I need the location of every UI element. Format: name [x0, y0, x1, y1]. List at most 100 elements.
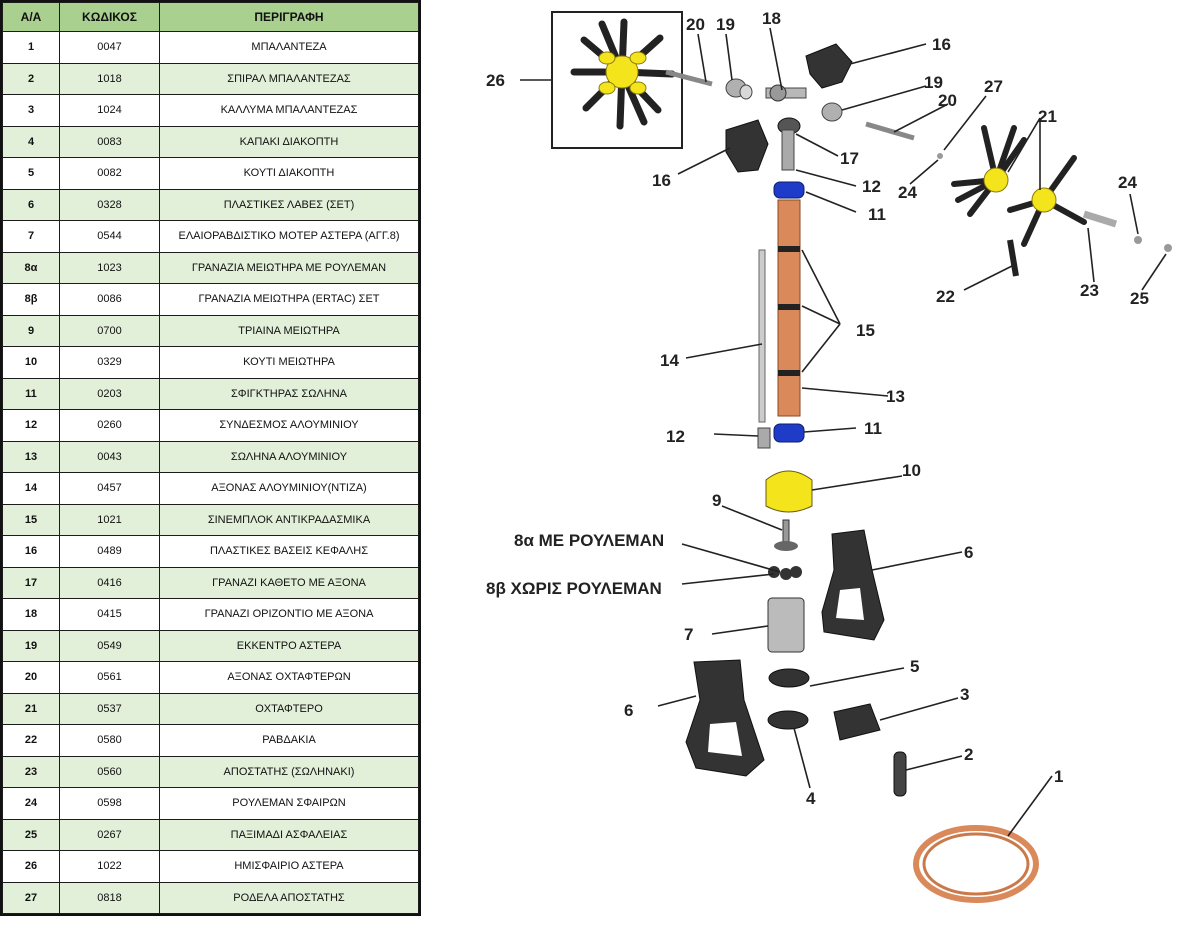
coil-cable-1: [913, 825, 1039, 903]
row-description: ΑΠΟΣΤΑΤΗΣ (ΣΩΛΗΝΑΚΙ): [159, 755, 419, 788]
label-18: 18: [762, 9, 781, 28]
row-code: 0544: [59, 220, 160, 253]
label-13: 13: [886, 387, 905, 406]
row-description: ΑΞΟΝΑΣ ΟΧΤΑΦΤΕΡΩΝ: [159, 661, 419, 694]
gear-horizontal-18: [765, 84, 807, 102]
row-code: 0580: [59, 724, 160, 757]
header-code: ΚΩΔΙΚΟΣ: [59, 2, 160, 32]
row-aa: 24: [2, 787, 60, 820]
diagram-labels: 26 20 19 18 16 19 20 27 21 16 17 12 24 1…: [486, 9, 1149, 808]
bearing-24-right: [1134, 236, 1142, 244]
row-code: 0416: [59, 566, 160, 599]
row-code: 0818: [59, 881, 160, 914]
row-code: 1018: [59, 62, 160, 95]
reducer-gears-8: [768, 566, 802, 580]
row-aa: 21: [2, 692, 60, 725]
row-description: ΣΙΝΕΜΠΛΟΚ ΑΝΤΙΚΡΑΔΑΣΜΙΚΑ: [159, 503, 419, 536]
row-description: ΤΡΙΑΙΝΑ ΜΕΙΩΤΗΡΑ: [159, 314, 419, 347]
label-5: 5: [910, 657, 919, 676]
head-base-16-top: [805, 43, 853, 89]
row-description: ΕΛΑΙΟΡΑΒΔΙΣΤΙΚΟ ΜΟΤΕΡ ΑΣΤΕΡΑ (ΑΓΓ.8): [159, 220, 419, 253]
row-description: ΠΛΑΣΤΙΚΕΣ ΛΑΒΕΣ (ΣΕΤ): [159, 188, 419, 221]
row-description: ΠΑΞΙΜΑΔΙ ΑΣΦΑΛΕΙΑΣ: [159, 818, 419, 851]
label-9: 9: [712, 491, 721, 510]
row-aa: 19: [2, 629, 60, 662]
row-aa: 25: [2, 818, 60, 851]
label-20-top: 20: [686, 15, 705, 34]
row-code: 1024: [59, 94, 160, 127]
header-aa: Α/Α: [2, 2, 60, 32]
label-12-top: 12: [862, 177, 881, 196]
row-description: ΚΑΛΛΥΜΑ ΜΠΑΛΑΝΤΕΖΑΣ: [159, 94, 419, 127]
row-aa: 9: [2, 314, 60, 347]
row-description: ΡΟΔΕΛΑ ΑΠΟΣΤΑΤΗΣ: [159, 881, 419, 914]
label-27: 27: [984, 77, 1003, 96]
row-description: ΓΡΑΝΑΖΙΑ ΜΕΙΩΤΗΡΑ (ERTAC) ΣΕΤ: [159, 283, 419, 316]
label-3: 3: [960, 685, 969, 704]
label-8b: 8β ΧΩΡΙΣ ΡΟΥΛΕΜΑΝ: [486, 579, 662, 598]
label-20-right: 20: [938, 91, 957, 110]
label-6-right: 6: [964, 543, 973, 562]
row-code: 0086: [59, 283, 160, 316]
aluminium-rod-14: [758, 249, 766, 423]
head-base-16-left: [725, 119, 769, 173]
row-code: 0082: [59, 157, 160, 190]
label-21: 21: [1038, 107, 1057, 126]
label-10: 10: [902, 461, 921, 480]
row-aa: 5: [2, 157, 60, 190]
rods-22: [1007, 239, 1019, 277]
label-24-right: 24: [1118, 173, 1137, 192]
row-code: 0203: [59, 377, 160, 410]
octo-star-right: [951, 125, 1087, 247]
label-25: 25: [1130, 289, 1149, 308]
row-aa: 8β: [2, 283, 60, 316]
label-16-top: 16: [932, 35, 951, 54]
star-hemisphere-frame: [551, 11, 683, 149]
row-code: 0537: [59, 692, 160, 725]
row-description: ΣΦΙΓΚΤΗΡΑΣ ΣΩΛΗΝΑ: [159, 377, 419, 410]
row-description: ΡΑΒΔΑΚΙΑ: [159, 724, 419, 757]
row-aa: 4: [2, 125, 60, 158]
exploded-parts-diagram: 26 20 19 18 16 19 20 27 21 16 17 12 24 1…: [486, 9, 1172, 903]
label-11-bottom: 11: [864, 419, 882, 438]
washer-27: [937, 153, 943, 159]
row-aa: 2: [2, 62, 60, 95]
label-19-top: 19: [716, 15, 735, 34]
label-16-left: 16: [652, 171, 671, 190]
row-aa: 13: [2, 440, 60, 473]
clamp-11-top: [773, 181, 805, 199]
row-code: 0489: [59, 535, 160, 568]
switch-box-5: [768, 668, 810, 688]
octo-hubs-right: [983, 167, 1057, 213]
row-code: 1023: [59, 251, 160, 284]
row-description: ΓΡΑΝΑΖΙ ΚΑΘΕΤΟ ΜΕ ΑΞΟΝΑ: [159, 566, 419, 599]
label-14: 14: [660, 351, 679, 370]
row-code: 0328: [59, 188, 160, 221]
row-description: ΠΛΑΣΤΙΚΕΣ ΒΑΣΕΙΣ ΚΕΦΑΛΗΣ: [159, 535, 419, 568]
row-aa: 14: [2, 472, 60, 505]
row-code: 0598: [59, 787, 160, 820]
row-description: ΑΞΟΝΑΣ ΑΛΟΥΜΙΝΙΟΥ(ΝΤΙΖΑ): [159, 472, 419, 505]
row-aa: 20: [2, 661, 60, 694]
row-code: 0415: [59, 598, 160, 631]
row-code: 0260: [59, 409, 160, 442]
row-code: 1022: [59, 850, 160, 883]
row-description: ΗΜΙΣΦΑΙΡΙΟ ΑΣΤΕΡΑ: [159, 850, 419, 883]
row-code: 0043: [59, 440, 160, 473]
label-24-left: 24: [898, 183, 917, 202]
row-aa: 3: [2, 94, 60, 127]
